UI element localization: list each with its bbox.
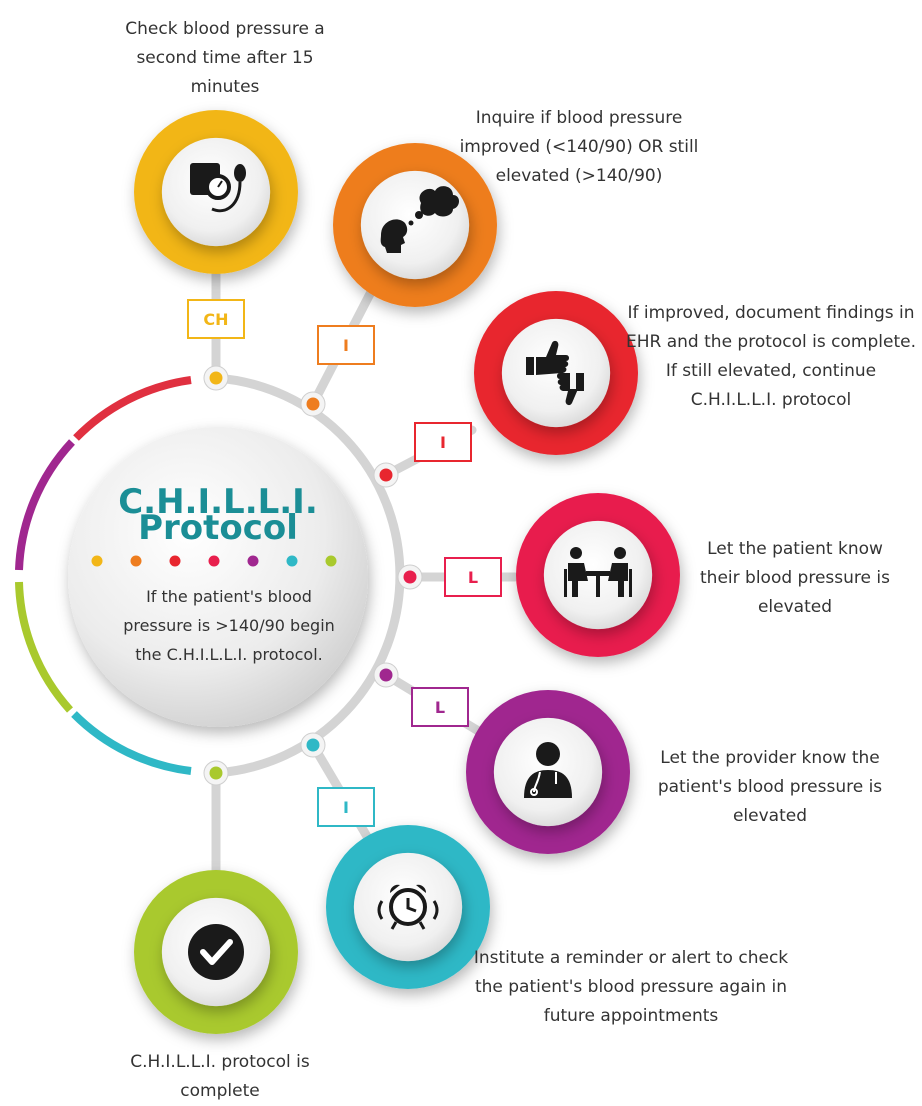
center-text: If the patient's blood pressure is >140/… xyxy=(123,587,335,664)
blood-pressure-monitor-icon xyxy=(190,163,246,213)
junction-dot-4 xyxy=(397,564,423,590)
junction-dot-5 xyxy=(373,662,399,688)
letter-box-1: CH xyxy=(187,299,245,339)
alarm-clock-icon xyxy=(377,884,439,930)
center-title-line2: Protocol xyxy=(138,508,298,548)
thumbs-up-down-icon xyxy=(526,340,584,406)
letter-box-label: I xyxy=(343,798,349,817)
letter-box-label: L xyxy=(435,698,445,717)
center-dots xyxy=(91,555,337,567)
caption-step-l-provider: Let the provider know the patient's bloo… xyxy=(657,748,883,826)
check-mark-icon xyxy=(188,924,244,980)
letter-boxes: CH I I L L I xyxy=(187,299,502,827)
center-dot-6 xyxy=(286,555,298,567)
center-disc xyxy=(68,427,368,727)
junction-dot-1 xyxy=(203,365,229,391)
junction-dot-7 xyxy=(203,760,229,786)
step-icons xyxy=(188,163,632,980)
letter-box-label: L xyxy=(468,568,478,587)
center-dot-1 xyxy=(91,555,103,567)
letter-box-6: I xyxy=(317,787,375,827)
caption-step-i-institute: Institute a reminder or alert to check t… xyxy=(473,948,789,1026)
letter-box-3: I xyxy=(414,422,472,462)
center-title-line1: C.H.I.L.L.I. xyxy=(118,482,318,522)
letter-box-label: CH xyxy=(203,310,228,329)
meeting-people-icon xyxy=(564,547,632,597)
center-dot-4 xyxy=(208,555,220,567)
doctor-icon xyxy=(524,742,572,798)
letter-box-label: I xyxy=(440,433,446,452)
center-dot-2 xyxy=(130,555,142,567)
thinking-head-icon xyxy=(380,186,459,253)
ring-colored-arcs xyxy=(15,376,192,775)
junction-dots xyxy=(203,365,423,786)
center-dot-7 xyxy=(325,555,337,567)
caption-step-complete: C.H.I.L.L.I. protocol is complete xyxy=(130,1052,310,1101)
arc-teal xyxy=(71,711,192,775)
arc-red xyxy=(73,376,192,441)
caption-step-l-patient: Let the patient know their blood pressur… xyxy=(700,539,890,617)
arc-green xyxy=(15,581,73,713)
caption-step-ch: Check blood pressure a second time after… xyxy=(125,19,325,97)
junction-dot-3 xyxy=(373,462,399,488)
letter-box-5: L xyxy=(411,687,469,727)
letter-box-label: I xyxy=(343,336,349,355)
junction-dot-2 xyxy=(300,391,326,417)
letter-box-2: I xyxy=(317,325,375,365)
arc-purple xyxy=(15,439,75,571)
caption-step-i-improved: If improved, document findings in EHR an… xyxy=(626,303,916,410)
center-dot-5 xyxy=(247,555,259,567)
junction-dot-6 xyxy=(300,732,326,758)
letter-box-4: L xyxy=(444,557,502,597)
center-dot-3 xyxy=(169,555,181,567)
caption-step-i-inquire: Inquire if blood pressure improved (<140… xyxy=(459,108,699,186)
